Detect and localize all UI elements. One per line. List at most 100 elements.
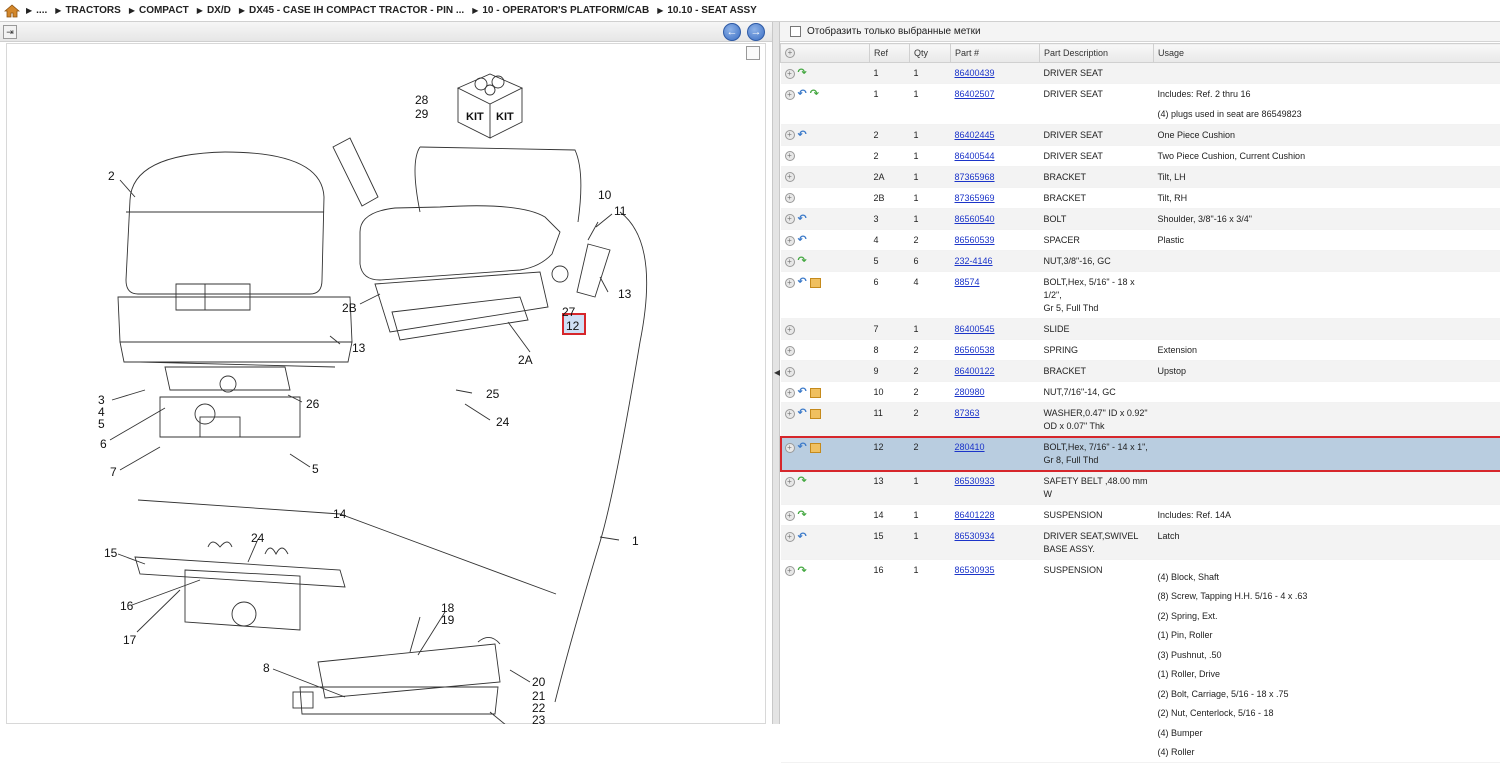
diagram-label-6[interactable]: 6 (100, 437, 107, 451)
replaced-by-icon[interactable]: ↶ (798, 386, 807, 399)
diagram-label-7[interactable]: 7 (110, 465, 117, 479)
diagram-label-13b[interactable]: 13 (352, 341, 366, 355)
replaces-icon[interactable]: ↷ (798, 475, 807, 488)
part-number-link[interactable]: 88574 (955, 277, 980, 287)
add-to-list-icon[interactable]: + (785, 278, 795, 288)
diagram-label-13a[interactable]: 13 (618, 287, 632, 301)
diagram-label-14[interactable]: 14 (333, 507, 347, 521)
add-to-list-icon[interactable]: + (785, 90, 795, 100)
replaced-by-icon[interactable]: ↶ (798, 276, 807, 289)
diagram-label-20[interactable]: 20 (532, 675, 546, 689)
add-to-list-icon[interactable]: + (785, 130, 795, 140)
diagram-label-11[interactable]: 11 (614, 204, 627, 218)
replaced-by-icon[interactable]: ↶ (798, 441, 807, 454)
diagram-label-28[interactable]: 28 (415, 93, 429, 107)
part-number-link[interactable]: 86530935 (955, 565, 995, 575)
part-number-link[interactable]: 280980 (955, 387, 985, 397)
add-to-list-icon[interactable]: + (785, 477, 795, 487)
part-number-link[interactable]: 86400545 (955, 324, 995, 334)
diagram-label-5b[interactable]: 5 (312, 462, 319, 476)
part-number-link[interactable]: 86402445 (955, 130, 995, 140)
part-number-link[interactable]: 87363 (955, 408, 980, 418)
add-to-list-icon[interactable]: + (785, 367, 795, 377)
replaces-icon[interactable]: ↷ (798, 565, 807, 578)
header-part[interactable]: Part # (951, 44, 1040, 63)
add-to-list-icon[interactable]: + (785, 566, 795, 576)
header-desc[interactable]: Part Description (1040, 44, 1154, 63)
breadcrumb-item[interactable]: ▶10.10 - SEAT ASSY (657, 5, 757, 16)
breadcrumb-item[interactable]: ▶DX/D (197, 5, 231, 16)
part-number-link[interactable]: 86530933 (955, 476, 995, 486)
breadcrumb-item[interactable]: ▶TRACTORS (55, 5, 121, 16)
diagram-label-24b[interactable]: 24 (251, 531, 265, 545)
breadcrumb-label[interactable]: TRACTORS (65, 5, 120, 16)
breadcrumb-label[interactable]: 10.10 - SEAT ASSY (667, 5, 756, 16)
diagram-label-5a[interactable]: 5 (98, 417, 105, 431)
replaced-by-icon[interactable]: ↶ (798, 213, 807, 226)
add-to-list-icon[interactable]: + (785, 532, 795, 542)
header-usage[interactable]: Usage (1154, 44, 1500, 63)
replaces-icon[interactable]: ↷ (798, 67, 807, 80)
diagram-label-2b[interactable]: 2B (342, 301, 357, 315)
expand-all-icon[interactable]: + (785, 48, 795, 58)
part-number-link[interactable]: 86400544 (955, 151, 995, 161)
part-number-link[interactable]: 86400122 (955, 366, 995, 376)
diagram-label-19[interactable]: 19 (441, 613, 455, 627)
part-number-link[interactable]: 86560540 (955, 214, 995, 224)
replaced-by-icon[interactable]: ↶ (798, 407, 807, 420)
diagram-label-16[interactable]: 16 (120, 599, 134, 613)
diagram-label-27[interactable]: 27 (562, 305, 576, 319)
package-icon[interactable] (810, 388, 821, 398)
diagram-label-12[interactable]: 12 (566, 319, 580, 333)
header-icons[interactable]: + (781, 44, 870, 63)
add-to-list-icon[interactable]: + (785, 151, 795, 161)
breadcrumb-item[interactable]: ▶COMPACT (129, 5, 189, 16)
package-icon[interactable] (810, 409, 821, 419)
part-number-link[interactable]: 86560538 (955, 345, 995, 355)
part-number-link[interactable]: 232-4146 (955, 256, 993, 266)
add-to-list-icon[interactable]: + (785, 325, 795, 335)
breadcrumb-label[interactable]: 10 - OPERATOR'S PLATFORM/CAB (482, 5, 649, 16)
replaced-by-icon[interactable]: ↶ (798, 531, 807, 544)
diagram-label-29[interactable]: 29 (415, 107, 429, 121)
diagram-label-1[interactable]: 1 (632, 534, 639, 548)
add-to-list-icon[interactable]: + (785, 346, 795, 356)
home-icon[interactable] (4, 4, 20, 18)
breadcrumb-label[interactable]: .... (36, 5, 47, 16)
diagram-label-2[interactable]: 2 (108, 169, 115, 183)
breadcrumb-label[interactable]: DX/D (207, 5, 231, 16)
add-to-list-icon[interactable]: + (785, 193, 795, 203)
replaced-by-icon[interactable]: ↶ (798, 129, 807, 142)
part-number-link[interactable]: 87365969 (955, 193, 995, 203)
part-number-link[interactable]: 87365968 (955, 172, 995, 182)
part-number-link[interactable]: 86401228 (955, 510, 995, 520)
diagram-label-15[interactable]: 15 (104, 546, 118, 560)
add-to-list-icon[interactable]: + (785, 409, 795, 419)
replaces-icon[interactable]: ↷ (798, 255, 807, 268)
diagram-label-25[interactable]: 25 (486, 387, 500, 401)
diagram-label-24a[interactable]: 24 (496, 415, 510, 429)
breadcrumb-item[interactable]: ▶10 - OPERATOR'S PLATFORM/CAB (472, 5, 649, 16)
panel-splitter[interactable]: ◀ (772, 22, 780, 724)
breadcrumb-item[interactable]: ▶.... (26, 5, 47, 16)
replaced-by-icon[interactable]: ↶ (798, 88, 807, 101)
package-icon[interactable] (810, 443, 821, 453)
part-number-link[interactable]: 86530934 (955, 531, 995, 541)
add-to-list-icon[interactable]: + (785, 257, 795, 267)
add-to-list-icon[interactable]: + (785, 511, 795, 521)
diagram-label-26[interactable]: 26 (306, 397, 320, 411)
